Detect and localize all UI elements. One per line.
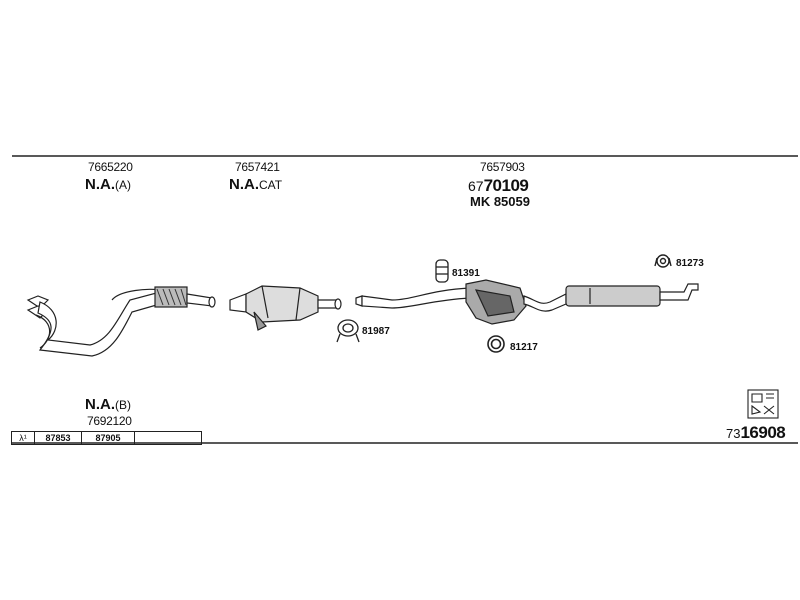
table-cell: 87905 xyxy=(81,431,135,445)
system-part-no: 7657903 xyxy=(480,160,525,174)
hanger-a-part-no: 81391 xyxy=(452,268,480,279)
system-kit: MK 85059 xyxy=(470,194,530,209)
catalyst-label-main: N.A. xyxy=(229,176,259,193)
table-cell xyxy=(134,431,202,445)
system-code-prefix: 67 xyxy=(468,178,484,194)
system-drawing xyxy=(355,279,699,325)
downpipe-label-main: N.A. xyxy=(85,176,115,193)
downpipe-label: N.A.(A) xyxy=(85,176,131,194)
clamp-drawing xyxy=(336,319,360,343)
catalyst-label-suffix: CAT xyxy=(259,178,283,192)
catalyst-label: N.A.CAT xyxy=(229,176,282,194)
ring-drawing xyxy=(487,335,505,353)
hanger-b-drawing xyxy=(654,254,672,268)
system-code: 6770109 xyxy=(468,176,529,196)
table-symbol: λ¹ xyxy=(11,431,35,445)
catalog-prefix: 73 xyxy=(726,426,741,441)
catalog-main: 16908 xyxy=(740,423,786,442)
hanger-b-part-no: 81273 xyxy=(676,258,704,269)
table-row: λ¹ 87853 87905 xyxy=(11,431,202,445)
hanger-a-drawing xyxy=(435,259,449,283)
catalyst-drawing xyxy=(229,285,342,331)
reference-table: λ¹ 87853 87905 xyxy=(11,431,202,445)
clamp-part-no: 81987 xyxy=(362,326,390,337)
downpipe-part-no: 7665220 xyxy=(88,160,133,174)
table-cell: 87853 xyxy=(34,431,82,445)
lower-pipe-label-suffix: (B) xyxy=(115,398,131,412)
downpipe-label-suffix: (A) xyxy=(115,178,131,192)
downpipe-drawing xyxy=(26,286,216,357)
system-code-main: 70109 xyxy=(483,176,529,195)
catalyst-part-no: 7657421 xyxy=(235,160,280,174)
ring-part-no: 81217 xyxy=(510,342,538,353)
catalog-number: 7316908 xyxy=(726,423,786,443)
lower-pipe-label: N.A.(B) xyxy=(85,396,131,414)
catalog-icon xyxy=(747,389,779,419)
lower-pipe-part-no: 7692120 xyxy=(87,414,132,428)
lower-pipe-label-main: N.A. xyxy=(85,396,115,413)
